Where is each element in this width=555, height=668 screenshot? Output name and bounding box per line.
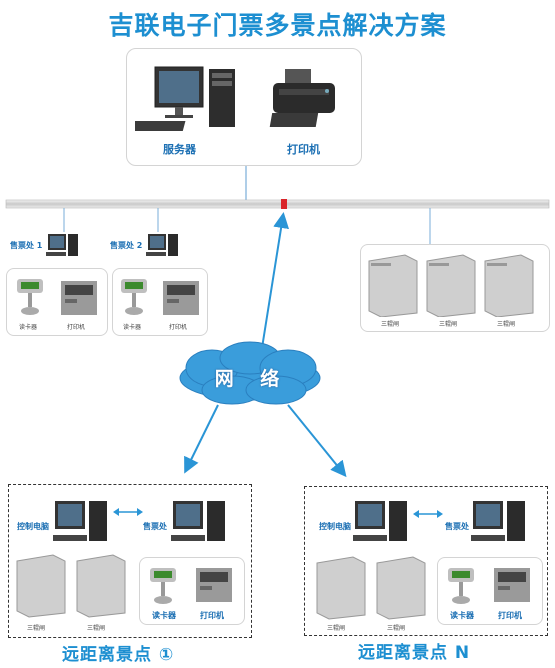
- reader-label: 读卡器: [19, 324, 38, 331]
- turnstile-icons: [16, 554, 126, 618]
- ticket-office-pc-icon: [171, 501, 225, 541]
- printer-label: 打印机: [498, 611, 522, 620]
- server-label: 服务器: [163, 143, 196, 156]
- gate-label: 三辊闸: [387, 625, 406, 632]
- sync-arrow-icon: [413, 510, 443, 518]
- reader-label: 读卡器: [450, 611, 474, 620]
- ticket-office-pc-icon: [471, 501, 525, 541]
- remote-site-n-label: 远距离景点 N: [358, 643, 471, 663]
- printer-label: 打印机: [169, 324, 188, 331]
- printer-label: 打印机: [67, 324, 86, 331]
- server-printer-icon: [269, 69, 335, 127]
- ticket-station-2-computer-icon: [146, 234, 178, 256]
- uplink-arrow: [261, 212, 290, 349]
- gate-label: 三辊闸: [439, 321, 458, 328]
- remote-site-1-equipment-box: 读卡器 打印机: [139, 557, 245, 625]
- ticket-office-label: 售票处: [445, 522, 469, 531]
- remote-site-1-box: 控制电脑 售票处 三辊闸 三辊闸 读卡器 打印机: [8, 484, 252, 638]
- reader-label: 读卡器: [152, 611, 176, 620]
- turnstile-icons: [368, 254, 534, 317]
- ticket-office-label: 售票处: [143, 522, 167, 531]
- ticket-station-2-box: 读卡器 打印机: [112, 268, 208, 336]
- control-pc-label: 控制电脑: [17, 522, 49, 531]
- ticket-station-1-label: 售票处 1: [10, 241, 43, 250]
- remote-1-arrow: [184, 404, 219, 474]
- gate-label: 三辊闸: [497, 321, 516, 328]
- server-printer-label: 打印机: [287, 143, 320, 156]
- remote-n-arrow: [287, 404, 347, 478]
- gate-label: 三辊闸: [87, 625, 106, 632]
- control-pc-label: 控制电脑: [319, 522, 351, 531]
- remote-site-1-label: 远距离景点 ①: [62, 645, 175, 665]
- gate-group-box: 三辊闸 三辊闸 三辊闸: [360, 244, 550, 332]
- network-label: 网 络: [214, 368, 290, 390]
- ticket-station-1-box: 读卡器 打印机: [6, 268, 108, 336]
- sync-arrow-icon: [113, 508, 143, 516]
- control-pc-icon: [353, 501, 407, 541]
- server-computer-icon: [135, 66, 235, 131]
- printer-label: 打印机: [200, 611, 224, 620]
- card-reader-icon: [17, 279, 43, 315]
- ticket-printer-icon: [494, 568, 530, 602]
- turnstile-icons: [316, 556, 426, 620]
- page-title: 吉联电子门票多景点解决方案: [108, 11, 447, 40]
- network-cloud-icon: [179, 341, 321, 405]
- ticket-printer-icon: [61, 281, 97, 315]
- card-reader-icon: [150, 568, 176, 604]
- control-pc-icon: [53, 501, 107, 541]
- card-reader-icon: [121, 279, 147, 315]
- bus-marker: [281, 199, 287, 209]
- network-bus: [5, 199, 550, 209]
- ticket-station-1-computer-icon: [46, 234, 78, 256]
- server-box: 服务器 打印机: [126, 48, 362, 166]
- ticket-printer-icon: [196, 568, 232, 602]
- gate-label: 三辊闸: [381, 321, 400, 328]
- gate-label: 三辊闸: [27, 625, 46, 632]
- gate-label: 三辊闸: [327, 625, 346, 632]
- ticket-station-2-label: 售票处 2: [110, 241, 143, 250]
- reader-label: 读卡器: [123, 324, 142, 331]
- ticket-printer-icon: [163, 281, 199, 315]
- card-reader-icon: [448, 568, 474, 604]
- remote-site-n-box: 控制电脑 售票处 三辊闸 三辊闸 读卡器 打印机: [304, 486, 548, 636]
- remote-site-n-equipment-box: 读卡器 打印机: [437, 557, 543, 625]
